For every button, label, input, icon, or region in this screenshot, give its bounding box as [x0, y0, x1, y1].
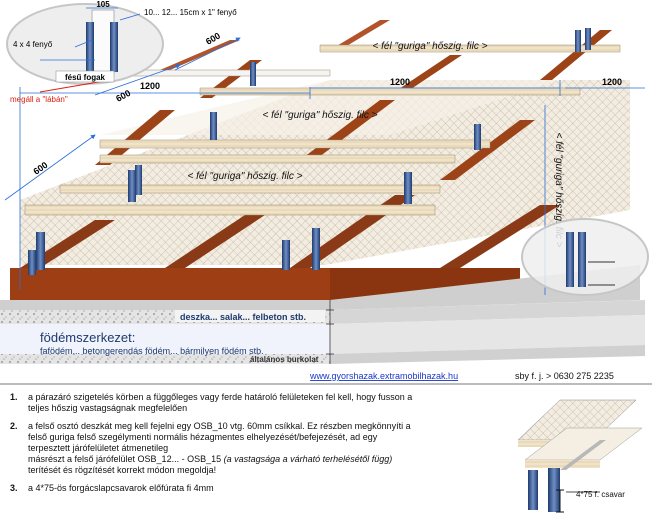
floor-title: födémszerkezet: — [40, 330, 135, 345]
dim-600-mid: 600 — [114, 88, 132, 104]
insulation-label-upper: < fél "guriga" hőszig. filc > — [373, 41, 488, 52]
detail-circle-right — [521, 218, 649, 296]
note-2: 2. a felső osztó deszkát meg kell fejeln… — [10, 421, 510, 476]
note-line: terítését és rögzítését korrekt módon me… — [28, 465, 217, 475]
screw-label: 4*75 f. csavar — [576, 490, 625, 499]
notes-list: 1. a párazáró szigetelés körben a függől… — [10, 392, 510, 501]
floor-bottom-label: általános burkolat — [250, 355, 319, 364]
detail-circle-top — [6, 3, 164, 93]
dim-600-left: 600 — [31, 160, 49, 177]
note-number: 2. — [10, 421, 18, 431]
insulation-label-vertical: < fél "guriga" hőszig. filc > — [553, 133, 564, 248]
insulation-label-middle: < fél "guriga" hőszig. filc > — [263, 110, 378, 121]
base-beam — [10, 268, 330, 300]
note-number: 1. — [10, 392, 18, 402]
note-3: 3. a 4*75-ös forgácslapcsavarok előfúrat… — [10, 483, 510, 494]
floor-subtitle: fafödém... betongerendás födém... bármil… — [40, 346, 264, 356]
stands-on-leg-label: megáll a "lábán" — [10, 95, 68, 104]
note-line: a 4*75-ös forgácslapcsavarok előfúrata f… — [28, 483, 214, 493]
dimension-lines — [4, 37, 645, 295]
note-line: a felső osztó deszkát meg kell fejelni e… — [28, 421, 411, 431]
dim-1200-left: 1200 — [140, 81, 160, 91]
note-line: másrészt a felső járófelület OSB_12... -… — [28, 454, 510, 465]
layer-label: deszka... salak... felbeton stb. — [180, 312, 306, 322]
dim-600-top: 600 — [204, 31, 222, 47]
note-italic: (a vastagsága a várható terhelésétől füg… — [223, 454, 393, 464]
note-line: felső guriga felső szegélymenti normális… — [28, 432, 378, 442]
note-number: 3. — [10, 483, 18, 493]
dim-1200-mid: 1200 — [390, 77, 410, 87]
slab-dims — [326, 300, 334, 364]
dim-1200-right: 1200 — [602, 77, 622, 87]
website-link[interactable]: www.gyorshazak.extramobilhazak.hu — [309, 371, 458, 381]
dim-105: 105 — [96, 0, 110, 9]
cross-boards — [24, 44, 621, 216]
comb-teeth-label: fésű fogak — [65, 73, 106, 82]
floor-layers — [0, 265, 645, 364]
beam-size-label: 10... 12... 15cm x 1" fenyő — [144, 8, 237, 17]
detail-screw — [517, 399, 643, 513]
posts — [28, 28, 591, 275]
insulation-label-lower: < fél "guriga" hőszig. filc > — [188, 171, 303, 182]
note-line-text: másrészt a felső járófelület OSB_12... -… — [28, 454, 222, 464]
note-line: a párazáró szigetelés körben a függőlege… — [28, 392, 413, 402]
note-line: terpesztett járófelületet átmenetileg — [28, 443, 169, 453]
note-1: 1. a párazáró szigetelés körben a függől… — [10, 392, 510, 414]
post-size-label: 4 x 4 fenyő — [13, 40, 53, 49]
note-line: teljes hőszig vastagságnak megfelelően — [28, 403, 188, 413]
author-label: sby f. j. > 0630 275 2235 — [515, 371, 614, 381]
